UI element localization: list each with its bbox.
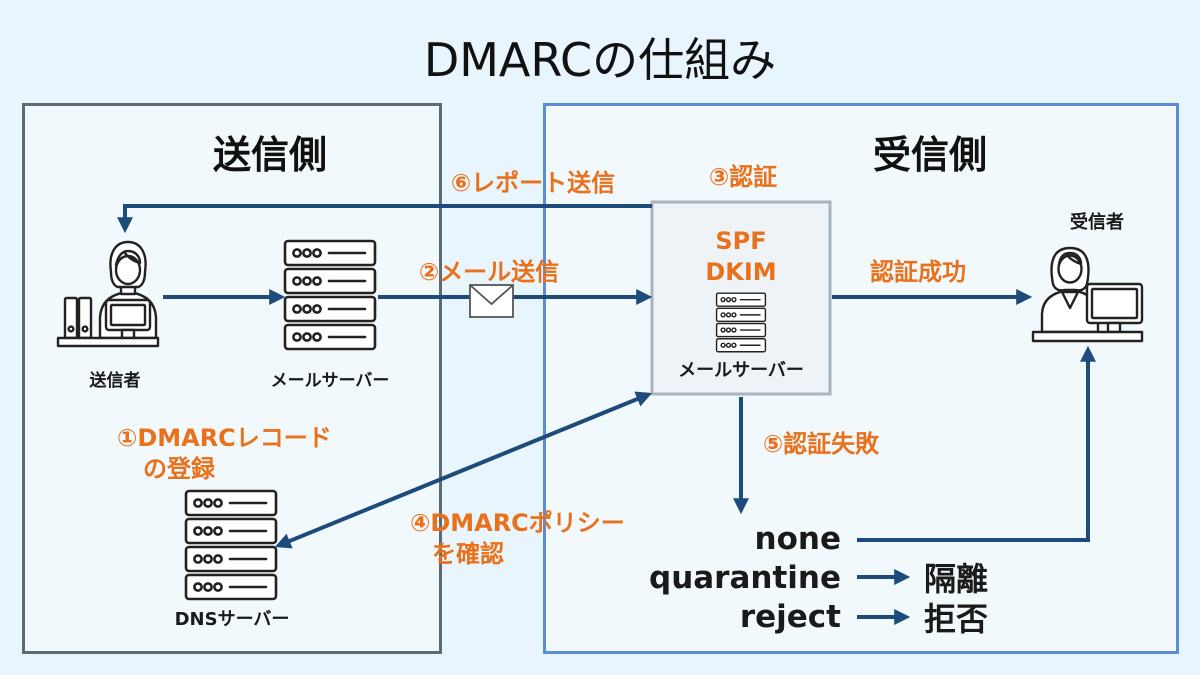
auth-method-spf: SPF — [715, 227, 766, 255]
policy-none: none — [755, 521, 841, 557]
receiver-side-panel — [543, 103, 1179, 654]
step-register-record-label: ①DMARCレコード — [117, 424, 332, 452]
arrow-check-policy — [274, 391, 653, 549]
policy-reject-outcome: 拒否 — [924, 600, 988, 638]
sender-side-heading: 送信側 — [213, 133, 327, 177]
monitor-icon — [1085, 282, 1144, 334]
policy-quarantine: quarantine — [649, 560, 841, 596]
step-check-policy-label-line2: を確認 — [432, 540, 504, 568]
step-send-mail-label: ②メール送信 — [419, 258, 559, 286]
step-auth-failure-label: ⑤認証失敗 — [763, 430, 880, 458]
mail-server-label: メールサーバー — [271, 371, 390, 391]
auth-server-label: メールサーバー — [678, 360, 804, 381]
desk — [1031, 330, 1144, 343]
step-register-record-label-line2: の登録 — [143, 455, 216, 483]
sender-person-icon — [56, 240, 160, 348]
step-auth-success-label: 認証成功 — [870, 258, 966, 286]
policy-reject: reject — [740, 599, 841, 635]
desk — [56, 336, 160, 348]
receiver-label: 受信者 — [1070, 211, 1124, 233]
arrow-send-report — [117, 204, 652, 234]
envelope-icon — [469, 284, 514, 318]
page-title: DMARCの仕組み — [424, 33, 776, 87]
step-send-report-label: ⑥レポート送信 — [451, 169, 615, 197]
books-icon — [63, 296, 93, 340]
step-check-policy-label: ④DMARCポリシー — [410, 509, 625, 537]
policy-quarantine-outcome: 隔離 — [924, 560, 988, 598]
laptop-icon — [104, 298, 152, 340]
step-authenticate-label: ③認証 — [709, 163, 777, 191]
receiver-person-icon — [1031, 246, 1144, 343]
sender-label: 送信者 — [90, 370, 141, 391]
auth-method-dkim: DKIM — [705, 258, 776, 286]
arrow-none-to-receiver — [857, 345, 1096, 542]
dns-server-label: DNSサーバー — [175, 609, 290, 630]
receiver-side-heading: 受信側 — [873, 133, 987, 177]
